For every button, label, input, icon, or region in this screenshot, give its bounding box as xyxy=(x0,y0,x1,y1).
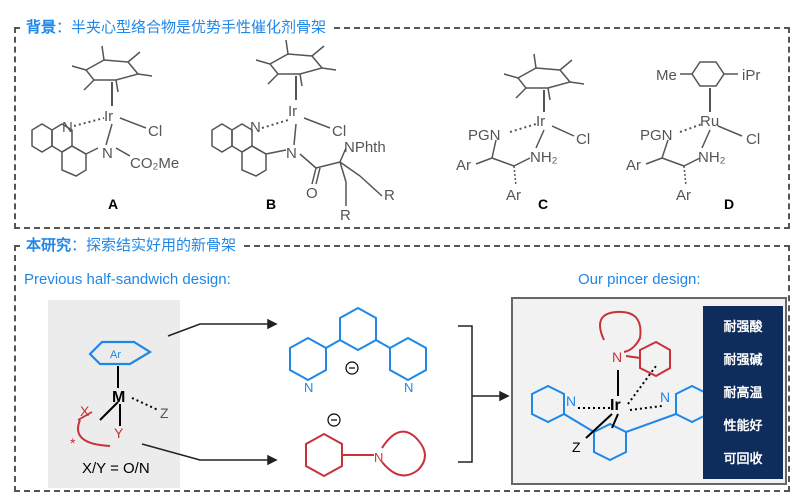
compound-d-text-me: Me xyxy=(656,67,677,84)
compound-b-metal: Ir xyxy=(288,103,297,120)
compound-b-text-r2: R xyxy=(340,207,351,224)
background-title-key: 背景 xyxy=(26,18,57,36)
red-amine-n: N xyxy=(374,450,383,465)
compound-d-text-ipr: iPr xyxy=(742,67,760,84)
compound-d-structure xyxy=(645,61,743,187)
half-sandwich-panel xyxy=(48,300,180,488)
compound-a-text-co2me: CO₂Me xyxy=(130,155,179,172)
generic-x: X xyxy=(80,403,90,419)
compound-c-structure xyxy=(475,53,585,187)
compound-a-label: A xyxy=(108,196,119,212)
compound-b-text-n1: N xyxy=(250,119,261,136)
compound-b-structure xyxy=(211,39,383,206)
compound-b-text-o: O xyxy=(306,185,318,202)
research-title-key: 本研究 xyxy=(26,236,72,254)
compound-b-text-r1: R xyxy=(384,187,395,204)
generic-star: * xyxy=(70,435,76,451)
compound-d-text-ar2: Ar xyxy=(676,187,691,204)
compound-d-text-nh2: NH₂ xyxy=(698,149,726,166)
previous-design-label: Previous half-sandwich design: xyxy=(24,271,231,288)
property-base-resistant: 耐强碱 xyxy=(723,353,763,368)
background-section-frame xyxy=(14,27,790,229)
generic-z: Z xyxy=(160,405,169,421)
compound-c-text-ar1: Ar xyxy=(456,157,471,174)
compound-d-metal: Ru xyxy=(700,113,719,130)
generic-y: Y xyxy=(114,425,124,441)
compound-a-text-cl: Cl xyxy=(148,123,162,140)
property-acid-resistant: 耐强酸 xyxy=(723,320,763,335)
properties-panel: 耐强酸 耐强碱 耐高温 性能好 可回收 xyxy=(703,306,783,479)
compound-c-text-pgn: PGN xyxy=(468,127,501,144)
background-structures: Ir N Cl N CO₂Me Ir N Cl N NPhth O R R Ir… xyxy=(31,39,760,224)
compound-a-text-n1: N xyxy=(62,119,73,136)
xy-definition: X/Y = O/N xyxy=(82,460,150,477)
research-title-rest: ：探索结实好用的新骨架 xyxy=(71,236,237,254)
pincer-n-right: N xyxy=(660,389,670,405)
compound-a-structure xyxy=(31,45,153,177)
compound-b-label: B xyxy=(266,196,277,212)
terpy-n-left: N xyxy=(304,380,313,395)
compound-d-text-pgn: PGN xyxy=(640,127,673,144)
compound-a-metal: Ir xyxy=(104,108,113,125)
compound-b-text-nphth: NPhth xyxy=(344,139,386,156)
compound-d-text-cl: Cl xyxy=(746,131,760,148)
pincer-n-left: N xyxy=(566,393,576,409)
property-heat-resistant: 耐高温 xyxy=(723,386,763,401)
pincer-design-label: Our pincer design: xyxy=(578,271,701,288)
compound-c-text-ar2: Ar xyxy=(506,187,521,204)
compound-d-label: D xyxy=(724,196,735,212)
terpy-n-right: N xyxy=(404,380,413,395)
property-good-performance: 性能好 xyxy=(723,419,763,434)
compound-b-text-n2: N xyxy=(286,145,297,162)
compound-c-text-cl: Cl xyxy=(576,131,590,148)
background-title-rest: ：半夹心型络合物是优势手性催化剂骨架 xyxy=(56,18,327,36)
property-recyclable: 可回收 xyxy=(723,452,763,467)
generic-metal: M xyxy=(112,389,125,406)
compound-b-text-cl: Cl xyxy=(332,123,346,140)
compound-c-text-nh2: NH₂ xyxy=(530,149,558,166)
compound-d-text-ar1: Ar xyxy=(626,157,641,174)
background-section-title: 背景：半夹心型络合物是优势手性催化剂骨架 xyxy=(22,16,331,37)
research-section-title: 本研究：探索结实好用的新骨架 xyxy=(22,234,241,255)
compound-c-metal: Ir xyxy=(536,113,545,130)
compound-c-label: C xyxy=(538,196,549,212)
pincer-z: Z xyxy=(572,439,581,455)
generic-ar-label: Ar xyxy=(110,349,121,361)
pincer-n-top: N xyxy=(612,349,622,365)
pincer-metal: Ir xyxy=(610,397,621,414)
compound-a-text-n2: N xyxy=(102,145,113,162)
research-section-frame xyxy=(14,245,790,492)
